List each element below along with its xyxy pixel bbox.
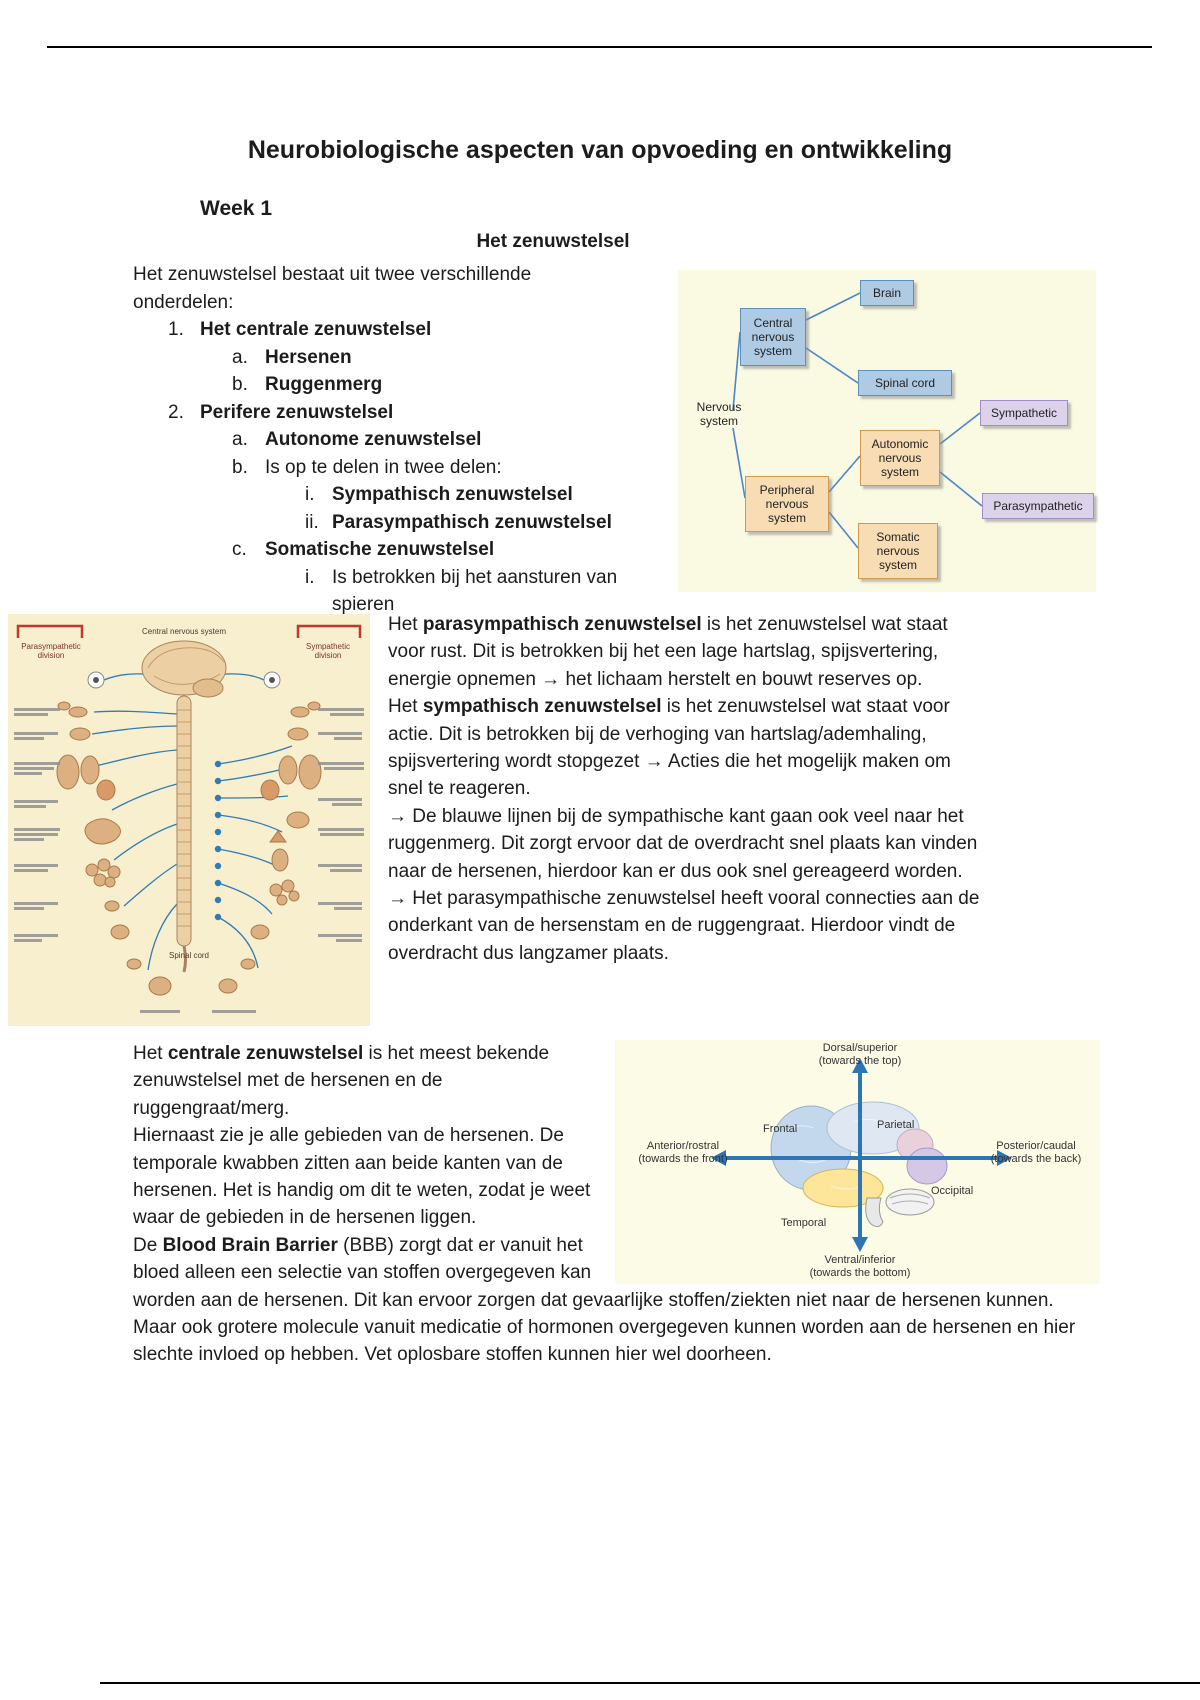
label-frontal-lobe: Frontal — [763, 1123, 798, 1135]
label-ventral-main: Ventral/inferior — [824, 1254, 896, 1266]
outline-marker: i. — [305, 484, 315, 505]
outline-marker: a. — [232, 429, 248, 450]
node-spinal-cord: Spinal cord — [858, 370, 952, 396]
autonomic-nervous-system-figure: Central nervous system Parasympathetic d… — [8, 614, 370, 1026]
outline-item: a. Autonome zenuwstelsel — [133, 426, 653, 454]
node-nervous-system: Nervous system — [696, 400, 742, 429]
node-brain: Brain — [860, 280, 914, 306]
caption-marks — [14, 708, 364, 1013]
label-ventral-inferior: Ventral/inferior (towards the bottom) — [780, 1254, 940, 1280]
outline-item: a. Hersenen — [133, 344, 653, 372]
ans-figure-drawing — [8, 614, 370, 1026]
nervous-system-diagram: Nervous system Central nervous system Br… — [678, 270, 1096, 592]
node-autonomic-nervous-system: Autonomic nervous system — [860, 430, 940, 486]
eye-icons — [87, 671, 281, 689]
label-posterior-main: Posterior/caudal — [996, 1140, 1076, 1152]
intro-block: Het zenuwstelsel bestaat uit twee versch… — [133, 261, 653, 619]
brain-orientation-diagram: Dorsal/superior (towards the top) Anteri… — [615, 1040, 1100, 1284]
label-temporal-lobe: Temporal — [781, 1217, 827, 1229]
label-anterior-sub: (towards the front) — [638, 1153, 728, 1166]
outline-item: c. Somatische zenuwstelsel — [133, 536, 653, 564]
label-anterior-rostral: Anterior/rostral (towards the front) — [619, 1140, 747, 1166]
label-parasympathetic-division: Parasympathetic division — [21, 642, 81, 661]
outline-item: 1. Het centrale zenuwstelsel — [133, 316, 653, 344]
label-sympathetic-division: Sympathetic division — [305, 642, 351, 661]
label-ventral-sub: (towards the bottom) — [809, 1267, 911, 1280]
outline-item: ii. Parasympathisch zenuwstelsel — [133, 509, 653, 537]
outline-text: Hersenen — [265, 346, 352, 368]
outline-marker: b. — [232, 374, 248, 395]
sympathetic-chain-ganglia — [214, 760, 222, 921]
parasympathetic-text-block: Het parasympathisch zenuwstelsel is het … — [388, 611, 988, 967]
paragraph-blood-brain-barrier: De Blood Brain Barrier (BBB) zorgt dat e… — [133, 1234, 1076, 1366]
brain-shape — [141, 640, 227, 698]
week-heading: Week 1 — [200, 197, 272, 220]
central-text-section: Dorsal/superior (towards the top) Anteri… — [133, 1040, 1100, 1369]
paragraph-centrale-zenuwstelsel: Het centrale zenuwstelsel is het meest b… — [133, 1043, 550, 1119]
orientation-arrows — [711, 1058, 1012, 1252]
spinal-cord-shape — [176, 695, 192, 973]
division-brackets — [16, 624, 362, 638]
node-parasympathetic: Parasympathetic — [982, 493, 1094, 519]
outline-marker: ii. — [305, 511, 319, 533]
label-parietal-lobe: Parietal — [877, 1119, 915, 1131]
outline-text: Sympathisch zenuwstelsel — [332, 484, 573, 505]
section-heading: Het zenuwstelsel — [476, 231, 630, 252]
outline-item: i. Is betrokken bij het aansturen van spi… — [133, 564, 653, 619]
node-sympathetic: Sympathetic — [980, 400, 1068, 426]
page-title: Neurobiologische aspecten van opvoeding … — [247, 136, 953, 164]
outline-marker: 2. — [168, 401, 184, 423]
label-central-nervous-system: Central nervous system — [141, 627, 227, 636]
outline-item: b. Is op te delen in twee delen: — [133, 454, 653, 482]
label-anterior-main: Anterior/rostral — [646, 1140, 720, 1152]
outline-text: Autonome zenuwstelsel — [265, 429, 482, 450]
organs-bottom — [148, 976, 238, 996]
node-central-nervous-system: Central nervous system — [740, 308, 806, 366]
outline-text: Is betrokken bij het aansturen van spier… — [332, 566, 618, 616]
brain-lobes — [770, 1101, 948, 1228]
outline-text: Perifere zenuwstelsel — [200, 401, 394, 423]
label-dorsal-sub: (towards the top) — [818, 1055, 902, 1068]
outline-text: Is op te delen in twee delen: — [265, 456, 502, 478]
organs-right — [240, 701, 322, 970]
outline-marker: b. — [232, 456, 248, 478]
paragraph-connecties: → Het parasympathische zenuwstelsel heef… — [388, 888, 980, 964]
outline-text: Somatische zenuwstelsel — [265, 539, 495, 560]
outline-marker: c. — [232, 539, 247, 560]
node-somatic-nervous-system: Somatic nervous system — [858, 523, 938, 579]
label-spinal-cord: Spinal cord — [168, 951, 210, 960]
outline-text: Parasympathisch zenuwstelsel — [332, 511, 612, 533]
label-dorsal-main: Dorsal/superior — [822, 1042, 898, 1054]
outline-item: i. Sympathisch zenuwstelsel — [133, 481, 653, 509]
label-occipital-lobe: Occipital — [931, 1185, 974, 1197]
paragraph-sympathisch: Het sympathisch zenuwstelsel is het zenu… — [388, 696, 951, 800]
bottom-rule — [100, 1682, 1200, 1684]
outline-text: Ruggenmerg — [265, 374, 383, 395]
outline-marker: a. — [232, 346, 248, 368]
node-peripheral-nervous-system: Peripheral nervous system — [745, 476, 829, 532]
paragraph-parasympathisch: Het parasympathisch zenuwstelsel is het … — [388, 614, 948, 690]
outline-text: Het centrale zenuwstelsel — [200, 319, 432, 340]
diagram-connector-lines — [732, 292, 983, 549]
paragraph-hersengebieden: Hiernaast zie je alle gebieden van de he… — [133, 1125, 591, 1229]
paragraph-blauwe-lijnen: → De blauwe lijnen bij de sympathische k… — [388, 805, 978, 882]
outline-marker: i. — [305, 566, 315, 588]
brain-orientation-drawing — [615, 1040, 1100, 1284]
outline-item: b. Ruggenmerg — [133, 371, 653, 399]
label-posterior-caudal: Posterior/caudal (towards the back) — [975, 1140, 1097, 1166]
intro-lead: Het zenuwstelsel bestaat uit twee versch… — [133, 264, 532, 313]
label-posterior-sub: (towards the back) — [990, 1153, 1082, 1166]
label-dorsal-superior: Dorsal/superior (towards the top) — [780, 1042, 940, 1068]
organs-left — [56, 701, 142, 970]
outline-item: 2. Perifere zenuwstelsel — [133, 399, 653, 427]
outline-marker: 1. — [168, 319, 184, 340]
top-rule — [47, 46, 1152, 48]
